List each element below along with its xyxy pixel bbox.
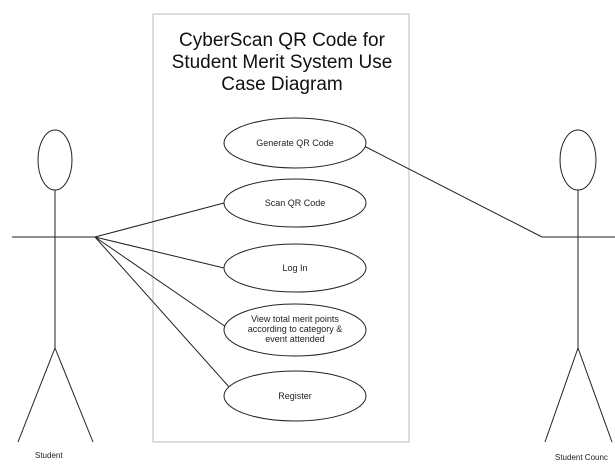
system-title: CyberScan QR Code for Student Merit Syst…: [156, 30, 408, 96]
use-case-log-in: [223, 243, 367, 293]
actor-council-right-leg: [577, 347, 613, 443]
association-student-view: [94, 236, 227, 328]
system-title-line: Case Diagram: [221, 74, 343, 95]
system-boundary: [152, 13, 410, 443]
actor-student-left-leg: [17, 347, 56, 443]
actor-council-label: Student Counc: [555, 453, 608, 462]
use-case-text: Log In: [282, 263, 308, 273]
use-case-text: Scan QR Code: [264, 198, 326, 208]
actor-council-figure: [542, 129, 615, 443]
association-council-generate: [363, 145, 543, 238]
association-student-register: [94, 236, 231, 389]
use-case-view-merit: [223, 303, 367, 357]
use-case-label-view: View total merit points according to cat…: [225, 314, 365, 344]
association-student-scan: [94, 202, 225, 238]
system-title-line: CyberScan QR Code for: [179, 30, 385, 51]
use-case-text: Generate QR Code: [256, 138, 334, 148]
actor-council-head: [559, 129, 597, 191]
actor-student-head: [37, 129, 73, 191]
use-case-label-login: Log In: [225, 263, 365, 273]
system-title-line: Student Merit System Use: [171, 52, 393, 73]
association-student-login: [94, 236, 225, 269]
use-case-text: Register: [278, 391, 312, 401]
use-case-register: [223, 370, 367, 422]
use-case-text: event attended: [265, 334, 325, 344]
actor-student-figure: [12, 129, 95, 443]
use-case-label-scan: Scan QR Code: [225, 198, 365, 208]
use-case-generate-qr: [223, 117, 367, 169]
use-case-label-register: Register: [225, 391, 365, 401]
use-case-text: View total merit points: [251, 314, 339, 324]
use-case-text: according to category &: [247, 324, 343, 334]
actor-council-left-leg: [544, 347, 579, 443]
actor-student-label: Student: [35, 451, 63, 460]
actor-student-right-leg: [54, 347, 94, 443]
use-case-label-generate: Generate QR Code: [225, 138, 365, 148]
use-case-scan-qr: [223, 178, 367, 228]
